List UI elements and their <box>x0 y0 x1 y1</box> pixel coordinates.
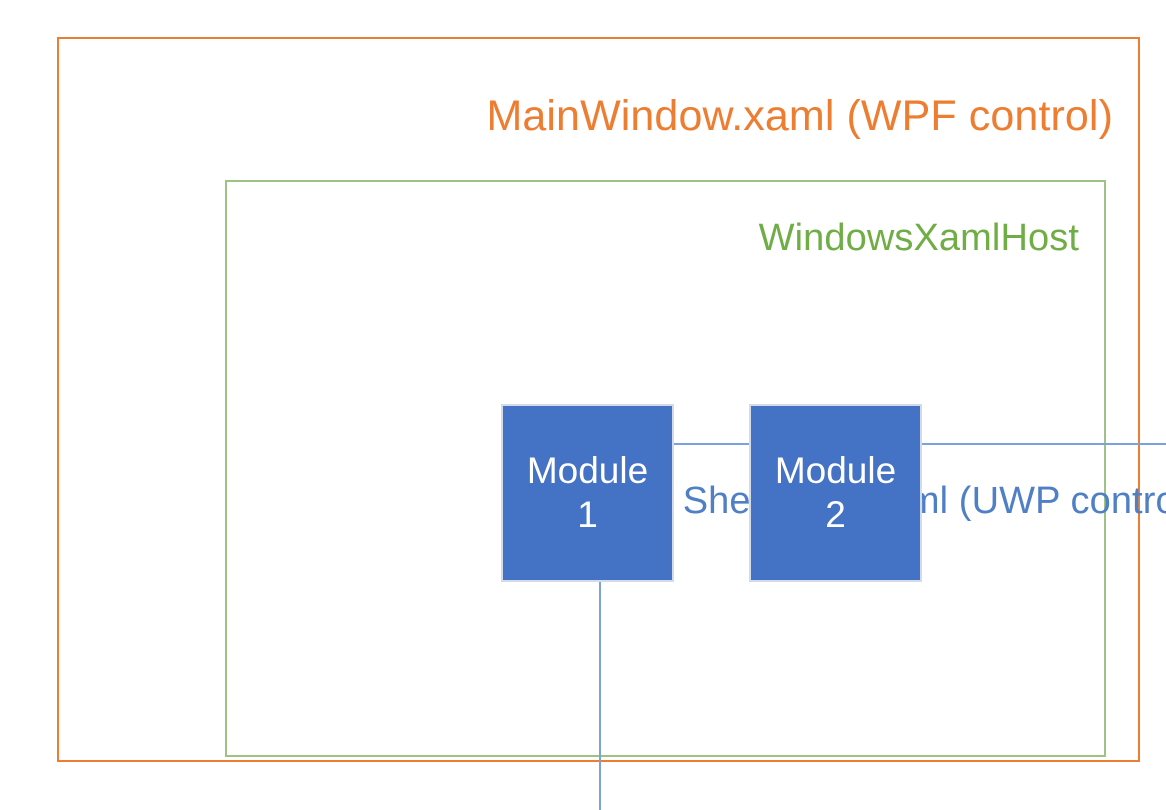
module-2-number: 2 <box>825 494 846 535</box>
module-1-number: 1 <box>577 494 598 535</box>
mainwindow-label: MainWindow.xaml (WPF control) <box>486 92 1113 140</box>
module-1-block: Module 1 <box>501 404 674 582</box>
module-2-block: Module 2 <box>749 404 922 582</box>
module-1-name: Module <box>526 450 649 492</box>
windowsxamlhost-label: WindowsXamlHost <box>758 217 1079 259</box>
module-2-name: Module <box>774 450 897 492</box>
mainwindow-container: MainWindow.xaml (WPF control) WindowsXam… <box>57 37 1166 810</box>
